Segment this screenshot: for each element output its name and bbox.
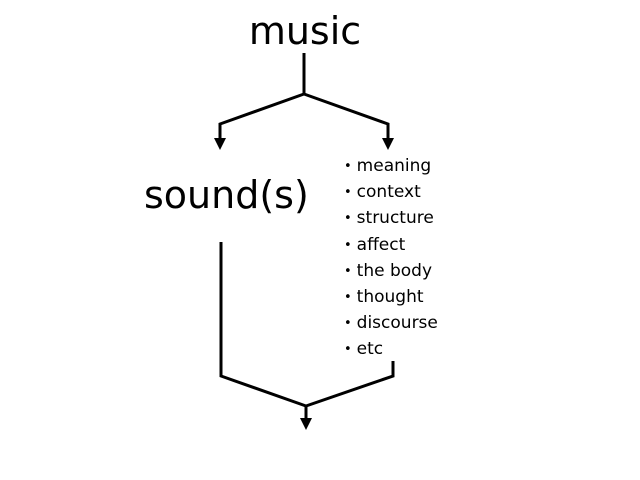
bullet-icon: • [344, 237, 352, 253]
right-branch-arrow [303, 92, 390, 140]
aspect-item: •affect [344, 234, 406, 255]
bullet-icon: • [344, 316, 352, 332]
bullet-icon: • [344, 289, 352, 305]
bottom-arrowhead-icon [300, 418, 312, 430]
aspect-item: •discourse [344, 313, 438, 334]
aspect-list: •meaning •context •structure •affect •th… [344, 155, 438, 365]
aspect-item: •structure [344, 208, 434, 229]
bullet-icon: • [344, 263, 352, 279]
aspect-item: •meaning [344, 156, 432, 176]
bullet-icon: • [344, 342, 352, 358]
bullet-icon: • [344, 185, 352, 201]
top-music-node: music [248, 9, 362, 53]
aspect-item: •context [344, 182, 421, 203]
left-arrowhead-icon [214, 138, 226, 150]
right-merge-line [305, 361, 395, 408]
left-branch-arrow [218, 92, 305, 140]
aspect-item: •the body [344, 260, 433, 281]
right-arrowhead-icon [382, 138, 394, 150]
aspect-item: •etc [344, 339, 384, 360]
bullet-icon: • [344, 159, 352, 174]
sounds-node: sound(s) [144, 173, 309, 217]
aspect-item: •thought [344, 286, 424, 307]
bullet-icon: • [344, 211, 352, 227]
left-merge-line [219, 242, 307, 408]
